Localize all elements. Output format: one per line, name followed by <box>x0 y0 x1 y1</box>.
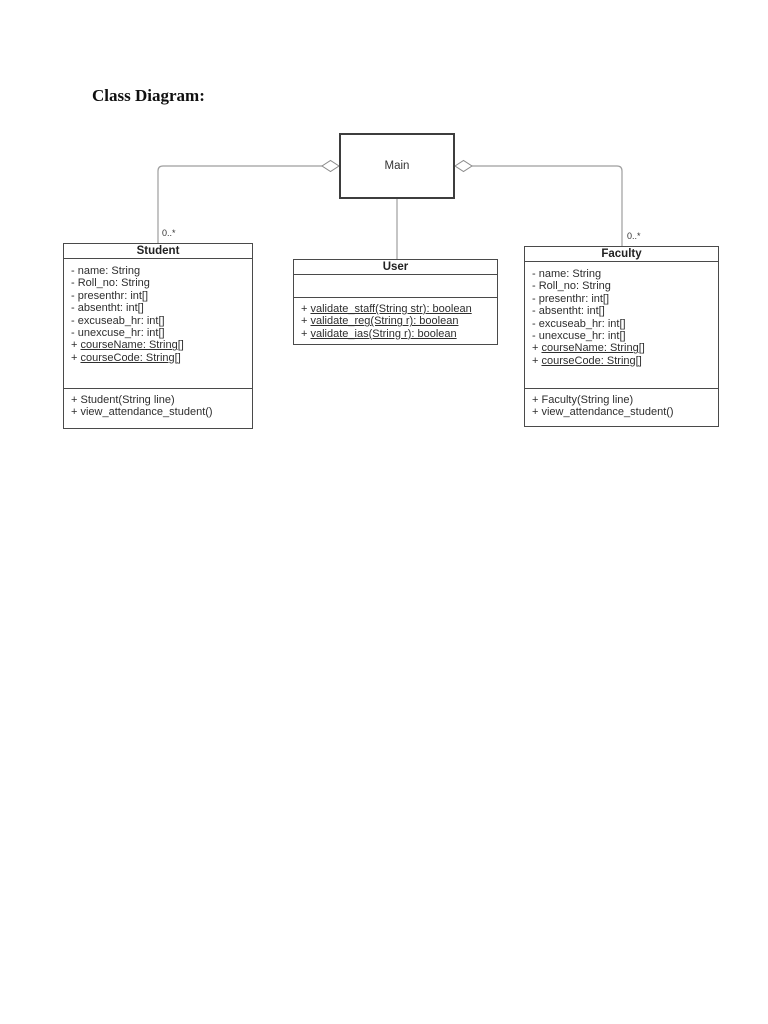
methods-section-student: + Student(String line)+ view_attendance_… <box>64 389 252 419</box>
page-title: Class Diagram: <box>92 86 205 105</box>
multiplicity-label-faculty: 0..* <box>627 231 641 241</box>
member-row: - presenthr: int[] <box>71 289 149 302</box>
class-name-student: Student <box>64 244 252 259</box>
attributes-section-student: - name: String- Roll_no: String- present… <box>64 259 252 389</box>
class-name-faculty: Faculty <box>525 247 718 262</box>
aggregation-diamond-left-icon <box>321 159 340 173</box>
class-box-student: Student - name: String- Roll_no: String-… <box>63 243 253 429</box>
member-row: + view_attendance_student() <box>71 406 213 419</box>
member-row: - absentht: int[] <box>71 302 144 315</box>
member-row: - absentht: int[] <box>532 305 605 318</box>
connector-main-student <box>157 165 322 243</box>
member-row: + validate_ias(String r): boolean <box>301 327 457 340</box>
member-row: - Roll_no: String <box>532 280 611 293</box>
member-row: - name: String <box>71 265 141 277</box>
attributes-section-faculty: - name: String- Roll_no: String- present… <box>525 262 718 389</box>
class-box-user: User + validate_staff(String str): boole… <box>293 259 498 345</box>
member-row: + Student(String line) <box>71 394 175 406</box>
class-box-faculty: Faculty - name: String- Roll_no: String-… <box>524 246 719 427</box>
member-row: + Faculty(String line) <box>532 394 634 406</box>
member-row: - unexcuse_hr: int[] <box>71 327 165 340</box>
member-row: - presenthr: int[] <box>532 292 610 305</box>
member-row: + validate_staff(String str): boolean <box>301 303 472 315</box>
member-row: + courseCode: String[] <box>71 351 181 364</box>
member-row: + courseName: String[] <box>71 339 184 352</box>
class-box-main: Main <box>339 133 455 199</box>
attributes-section-user <box>294 275 497 298</box>
methods-section-user: + validate_staff(String str): boolean+ v… <box>294 298 497 340</box>
connector-main-faculty <box>472 165 623 246</box>
member-row: - excuseab_hr: int[] <box>532 317 626 330</box>
member-row: + courseCode: String[] <box>532 354 642 367</box>
member-row: + courseName: String[] <box>532 342 645 355</box>
member-row: - Roll_no: String <box>71 277 150 290</box>
class-name-main: Main <box>384 160 410 172</box>
member-row: - unexcuse_hr: int[] <box>532 330 626 343</box>
member-row: - name: String <box>532 268 602 280</box>
multiplicity-label-student: 0..* <box>162 228 176 238</box>
aggregation-diamond-right-icon <box>454 159 473 173</box>
member-row: + view_attendance_student() <box>532 406 674 419</box>
member-row: + validate_reg(String r): boolean <box>301 315 459 328</box>
class-name-user: User <box>294 260 497 275</box>
methods-section-faculty: + Faculty(String line)+ view_attendance_… <box>525 389 718 419</box>
member-row: - excuseab_hr: int[] <box>71 314 165 327</box>
